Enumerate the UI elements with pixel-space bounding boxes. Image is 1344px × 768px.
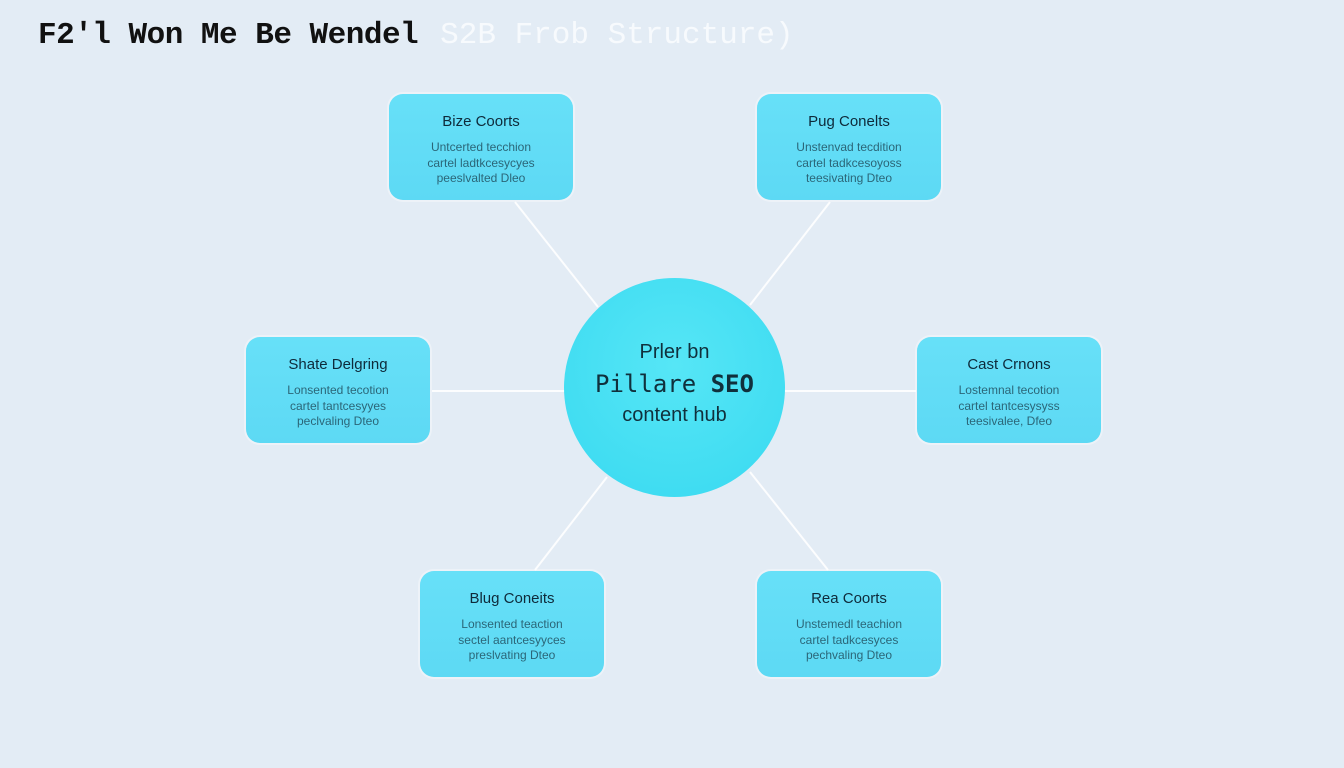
node-text: Lostemnal tecotion [958,383,1060,397]
node-text: peclvaling Dteo [296,414,380,428]
hub-seo-text: SEO [710,370,754,398]
node-title: Shate Delgring [288,356,388,373]
diagram-title: F2'l Won Me Be Wendel S2B Frob Structure) [38,18,794,53]
node-text: preslvating Dteo [468,648,556,662]
node-text: teesivalee, Dfeo [965,414,1053,428]
title-main: F2'l Won Me Be Wendel [38,18,419,53]
node-text: cartel ladtkcesycyes [427,155,535,170]
hub-line-3: content hub [622,404,727,426]
node-text: Lonsented teaction [461,617,563,631]
node-title: Bize Coorts [442,113,520,130]
hub-pillar-text: Pillare [595,370,711,398]
hub-line-2: Pillare SEO [564,370,785,398]
connector-top-left [514,201,599,308]
node-text: cartel tadkcesyces [799,632,899,647]
title-sub: S2B Frob Structure) [440,18,794,53]
node-text: cartel tadkcesoyoss [796,155,902,170]
node-text: Untcerted tecchion [430,140,532,154]
connector-top-right [749,201,831,306]
node-text: cartel tantcesyyes [289,398,387,413]
node-text: Unstemedl teachion [795,617,903,631]
node-text: Unstenvad tecdition [796,140,902,154]
node-text: sectel aantcesyyces [458,632,566,647]
hub-line-1: Prler bn [639,341,710,363]
node-title: Rea Coorts [811,590,887,607]
node-text: peeslvalted Dleo [436,171,526,185]
node-text: pechvaling Dteo [805,648,893,662]
node-text: teesivating Dteo [805,171,893,185]
node-title: Blug Coneits [469,590,555,607]
node-text: cartel tantcesysyss [958,398,1060,413]
connector-bottom-right [749,471,829,571]
hub-node: Prler bn Pillare SEO content hub [564,278,785,497]
node-text: Lonsented tecotion [287,383,389,397]
node-title: Cast Crnons [967,356,1051,373]
connector-bottom-left [534,476,608,571]
node-title: Pug Conelts [808,113,890,130]
